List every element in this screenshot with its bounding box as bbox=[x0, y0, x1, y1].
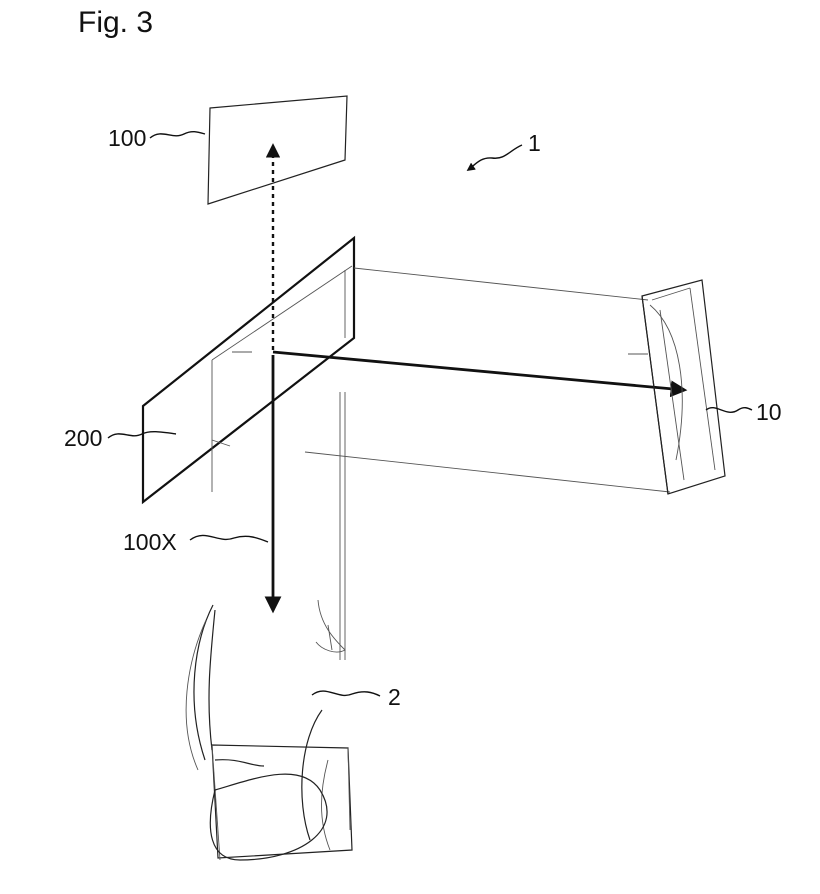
figure-title: Fig. 3 bbox=[78, 6, 153, 39]
display-panel bbox=[207, 95, 348, 205]
combiner-label: 200 bbox=[64, 425, 102, 451]
optic-reference: 10 bbox=[705, 399, 782, 425]
display-label: 100 bbox=[108, 125, 146, 151]
main-beam-arrow bbox=[272, 350, 688, 398]
beam-envelope bbox=[304, 267, 671, 660]
system-label: 1 bbox=[528, 130, 541, 156]
display-reference: 100 bbox=[108, 125, 206, 151]
optic-element bbox=[628, 279, 726, 495]
combiner-reference: 200 bbox=[64, 425, 177, 451]
eye-reference: 2 bbox=[311, 684, 401, 710]
eye-sketch bbox=[185, 599, 353, 861]
virtual-image-reference: 100X bbox=[123, 529, 269, 555]
optic-label: 10 bbox=[756, 399, 782, 425]
virtual-image-label: 100X bbox=[123, 529, 177, 555]
combiner-plate bbox=[141, 235, 356, 505]
system-reference: 1 bbox=[466, 130, 541, 171]
eye-label: 2 bbox=[388, 684, 401, 710]
